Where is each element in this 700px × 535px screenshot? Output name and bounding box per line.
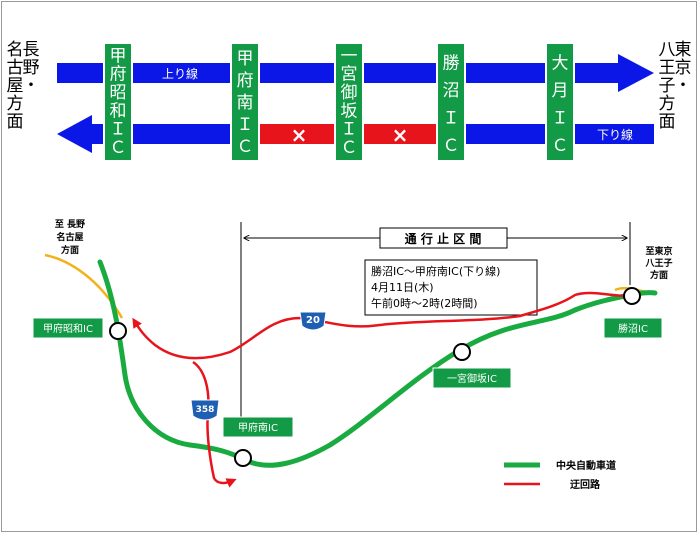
ic-sign-ichinomiya (334, 42, 364, 162)
svg-text:20: 20 (306, 315, 320, 326)
map-direction-left: 至 長野 名古屋 方面 (55, 219, 85, 256)
ic-node-katsunuma (623, 287, 641, 305)
closure-info-line-1: 勝沼IC～甲府南IC(下り線) (371, 264, 500, 278)
closure-mark-1: × (291, 123, 308, 147)
ic-sign-text: ＩＣ (341, 120, 358, 158)
ic-sign-katsunuma (436, 42, 466, 162)
closure-mark-2: × (392, 123, 409, 147)
ic-sign-text: Ｃ (443, 136, 460, 156)
svg-text:至 長野: 至 長野 (55, 219, 85, 230)
ic-sign-text: 甲府 (110, 46, 127, 84)
direction-text: 東京・ (675, 40, 692, 96)
direction-right-label: 東京・八王子方面 (659, 40, 692, 132)
svg-text:方面: 方面 (650, 269, 668, 281)
ic-node-kofu-minami (234, 449, 252, 467)
ic-label-kofu-showa: 甲府昭和IC (32, 317, 104, 339)
closure-info-line-3: 午前0時～2時(2時間) (371, 296, 478, 310)
ic-label-katsunuma: 勝沼IC (603, 317, 663, 339)
ic-label-kofu-minami: 甲府南IC (222, 416, 294, 438)
svg-text:八王子: 八王子 (644, 258, 672, 269)
ic-sign-text: Ｃ (237, 137, 254, 157)
direction-text: 名古屋方面 (7, 40, 24, 132)
ic-sign-kofu-showa (103, 42, 133, 162)
ic-sign-text: 甲府 (237, 49, 254, 91)
ic-sign-text: Ｉ (443, 108, 460, 128)
svg-text:358: 358 (196, 405, 215, 415)
ic-sign-text: Ｉ (552, 108, 569, 128)
ic-sign-otsuki (545, 42, 575, 162)
legend-label-expressway: 中央自動車道 (556, 459, 616, 472)
ic-sign-text: 勝沼 (443, 53, 460, 101)
ic-sign-text: 昭和 (110, 83, 127, 121)
direction-text: 長野・ (23, 40, 40, 96)
svg-text:方面: 方面 (61, 244, 79, 256)
svg-text:甲府南IC: 甲府南IC (238, 421, 278, 434)
svg-text:勝沼IC: 勝沼IC (618, 322, 648, 335)
ic-node-kofu-showa (109, 322, 127, 340)
ic-sign-text: Ｉ (237, 115, 254, 135)
ic-label-ichinomiya: 一宮御坂IC (432, 367, 512, 389)
ic-sign-text: 南 (237, 93, 254, 113)
map-direction-right: 至東京 八王子 方面 (644, 245, 672, 281)
route-20-badge: 20 (299, 311, 327, 331)
ic-sign-text: 一宮 (341, 46, 358, 84)
ic-sign-text: 大 (552, 53, 569, 73)
legend: 中央自動車道 迂回路 (504, 459, 616, 491)
svg-text:甲府昭和IC: 甲府昭和IC (43, 322, 93, 335)
down-line-label: 下り線 (597, 127, 633, 142)
up-line-label: 上り線 (162, 66, 198, 81)
ic-sign-text: Ｃ (552, 136, 569, 156)
closure-header: 通 行 止 区 間 (405, 231, 482, 246)
closure-info-box (364, 259, 538, 316)
svg-text:至東京: 至東京 (645, 245, 672, 257)
direction-left-label: 長野・名古屋方面 (7, 40, 40, 132)
closure-header-box (379, 227, 508, 249)
legend-label-detour: 迂回路 (570, 478, 601, 491)
ic-node-ichinomiya (453, 343, 471, 361)
ic-sign-text: ＩＣ (110, 120, 127, 158)
direction-text: 八王子方面 (659, 40, 676, 132)
chuo-expressway (97, 259, 658, 468)
route-358-badge: 358 (190, 399, 220, 421)
detour-route (132, 291, 629, 360)
ic-sign-kofu-minami (230, 42, 260, 162)
ic-sign-text: 御坂 (341, 83, 358, 121)
closure-info-line-2: 4月11日(木) (371, 281, 434, 294)
svg-text:名古屋: 名古屋 (56, 231, 83, 243)
ic-sign-text: 月 (552, 81, 569, 101)
svg-text:一宮御坂IC: 一宮御坂IC (447, 372, 497, 385)
detour-route-358 (192, 360, 237, 488)
